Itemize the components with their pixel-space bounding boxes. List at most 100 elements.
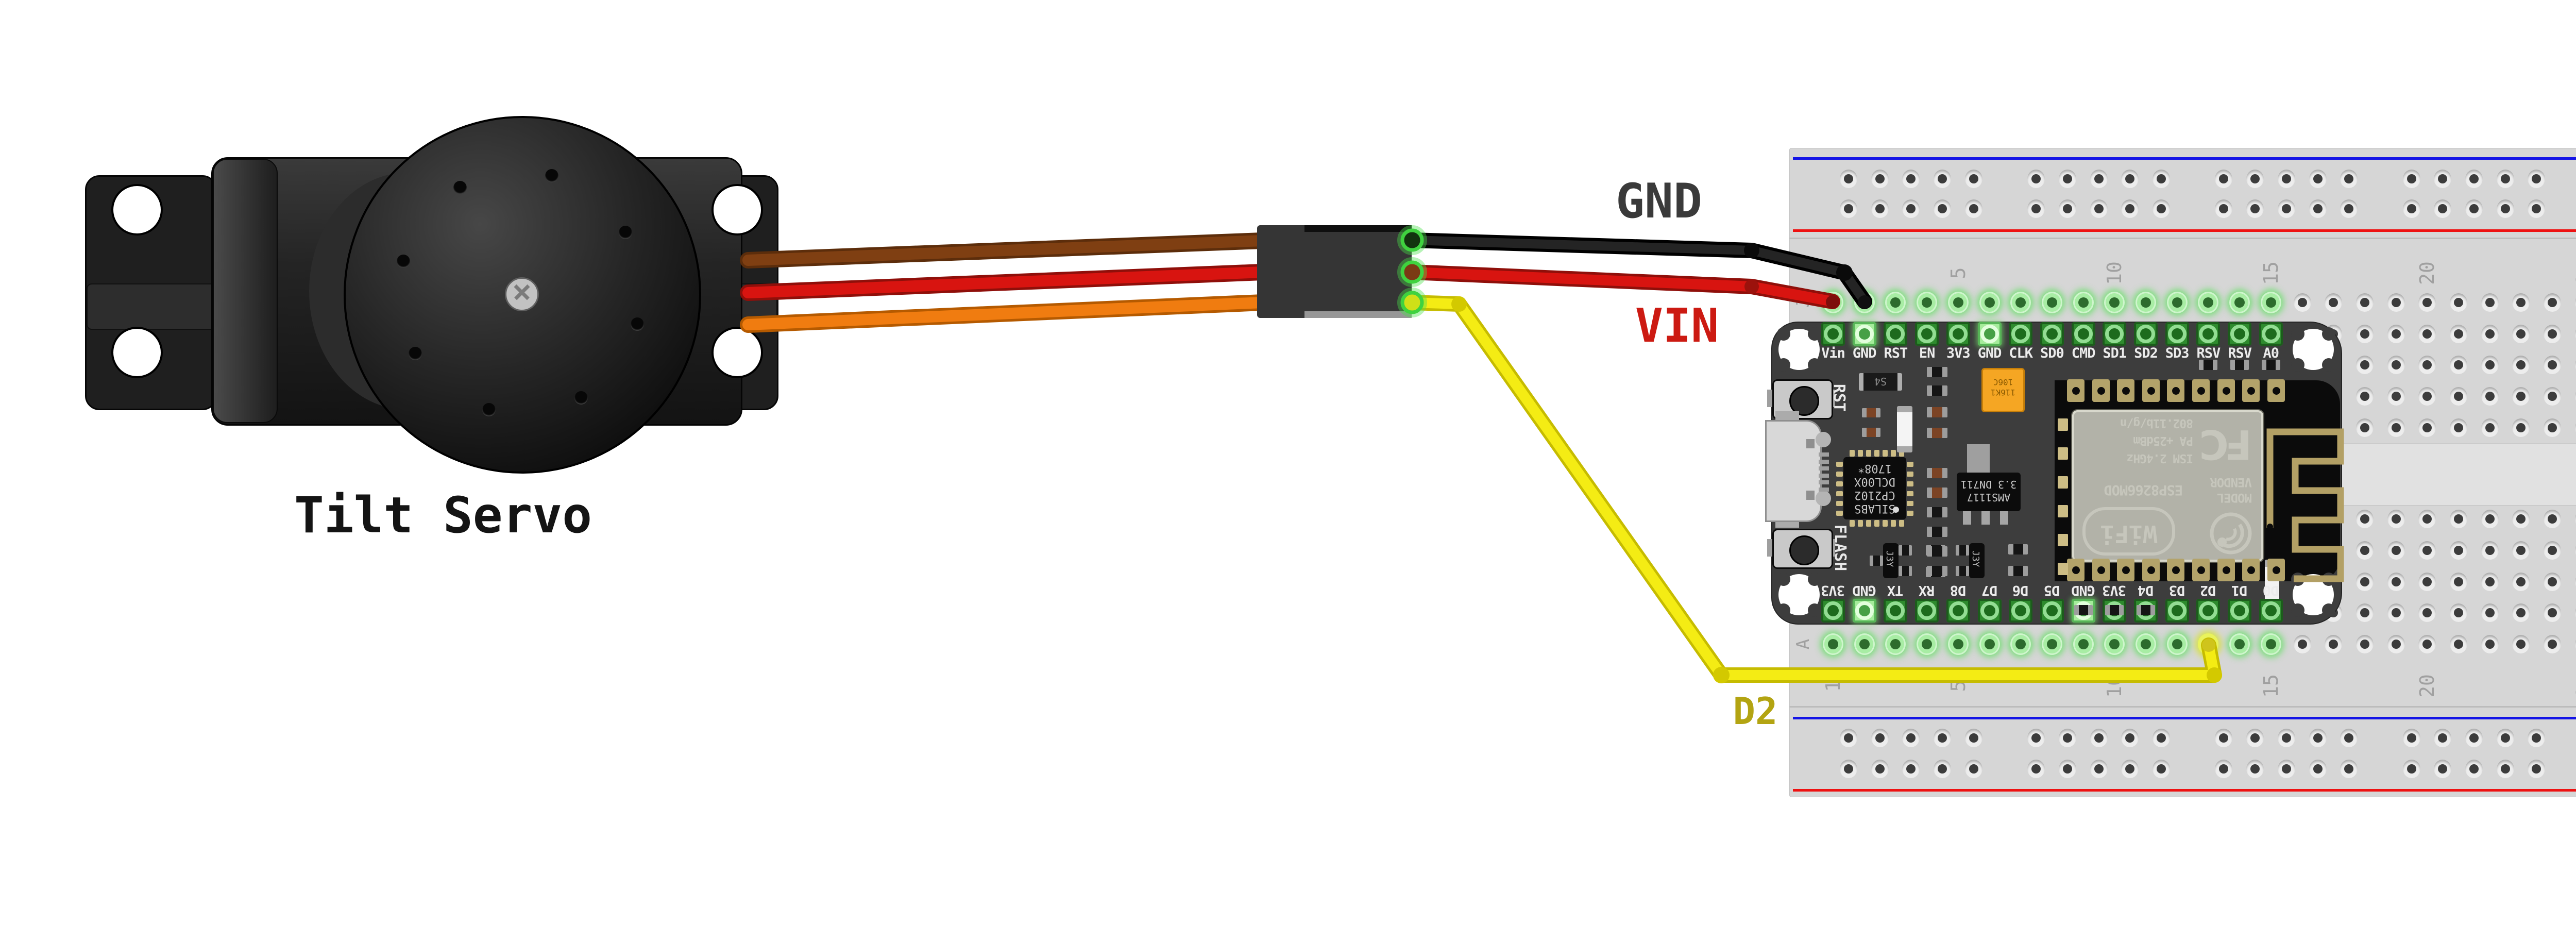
breadboard-hole — [2512, 418, 2530, 437]
rail-hole — [1871, 199, 1889, 218]
wire-vin-joint — [1744, 279, 1759, 294]
breadboard-hole — [2544, 572, 2562, 591]
regulator-tab — [1967, 444, 1990, 473]
usb-pin — [1819, 473, 1829, 478]
module-castellation — [2267, 559, 2285, 581]
breadboard-hole-connected — [2010, 633, 2031, 655]
module-side-pad — [2058, 418, 2068, 431]
breadboard-hole — [2293, 293, 2311, 312]
breadboard-hole-connected — [2136, 292, 2156, 313]
rail-hole — [2496, 760, 2514, 778]
pin-label-RSV: RSV — [2196, 345, 2221, 361]
module-castellation — [2267, 379, 2285, 402]
chip-pin — [1907, 462, 1913, 467]
chip-pin — [1850, 450, 1855, 457]
rail-hole — [2277, 729, 2295, 747]
pin-pad-RX — [1915, 599, 1939, 623]
wire-gnd-tip — [1858, 295, 1871, 309]
rail-hole — [1964, 729, 1982, 747]
rail-hole — [1964, 199, 1982, 218]
module-castellation — [2192, 379, 2210, 402]
module-side-pad — [2058, 505, 2068, 517]
servo-horn-hole — [618, 225, 632, 239]
servo-wire-orange — [742, 297, 1268, 330]
usb-port-bump — [1816, 432, 1831, 447]
rail-hole — [2121, 199, 2139, 218]
rail-hole — [1934, 199, 1952, 218]
rail-hole — [2402, 760, 2420, 778]
rail-hole — [2027, 170, 2045, 188]
breadboard-hole-connected — [1917, 633, 1938, 655]
smd-resistor — [1927, 468, 1947, 478]
breadboard-hole — [2574, 635, 2576, 653]
rail-hole — [1840, 170, 1857, 188]
chip-pin — [1874, 450, 1879, 457]
pin-pad-Vin — [1821, 322, 1845, 346]
rail-hole — [1840, 729, 1857, 747]
connector-socket-glow — [1397, 257, 1427, 287]
wire-gnd — [1408, 236, 1869, 306]
module-side-pad — [2058, 534, 2068, 546]
module-castellation — [2167, 559, 2185, 581]
servo-horn-hole — [574, 391, 588, 405]
gnd-label: GND — [1616, 173, 1702, 229]
breadboard-hole-connected — [1947, 292, 1969, 313]
breadboard-hole — [2512, 356, 2530, 375]
pin-label-3V3: 3V3 — [1946, 345, 1971, 361]
rail-hole — [2121, 760, 2139, 778]
pin-pad-EN — [1915, 322, 1939, 346]
servo-gear-seam — [213, 159, 278, 423]
breadboard-hole — [2481, 572, 2499, 591]
breadboard-hole — [2418, 603, 2436, 623]
wire-d2-tip — [2202, 638, 2215, 652]
rail-hole — [2465, 729, 2483, 747]
pin-pad-GND — [1977, 322, 2002, 346]
breadboard-hole — [2574, 324, 2576, 343]
breadboard-hole — [2387, 356, 2405, 375]
breadboard-hole-connected — [2041, 633, 2062, 655]
rail-hole — [2434, 760, 2452, 778]
breadboard-hole — [2512, 603, 2530, 623]
breadboard-hole — [2544, 510, 2562, 529]
chip-pin — [1907, 491, 1913, 496]
transistor-j3y: J3Y — [1883, 543, 1899, 578]
vin-label: VIN — [1635, 299, 1719, 353]
chip-pin — [1836, 511, 1843, 516]
board-mount-hole-notch — [1777, 358, 1790, 372]
rail-hole — [2340, 760, 2358, 778]
rail-hole — [2528, 729, 2546, 747]
breadboard-hole — [2450, 541, 2467, 560]
rail-hole — [2309, 760, 2327, 778]
breadboard-hole — [2387, 418, 2405, 437]
pin-label-EN: EN — [1919, 345, 1936, 361]
antenna-via — [2267, 524, 2273, 530]
rail-hole — [2465, 199, 2483, 218]
rail-hole — [1964, 760, 1982, 778]
board-mount-hole-notch — [2322, 358, 2335, 372]
esp8266-shield-print: WiFi MODEL VENDOR ESP8266MOD FC ISM 2.4G… — [2074, 412, 2261, 560]
pin-pad-D5 — [2040, 599, 2064, 623]
pin-pad-D2 — [2196, 599, 2221, 623]
rail-hole — [2121, 729, 2139, 747]
breadboard-hole — [2418, 572, 2436, 591]
servo-horn-hole — [630, 317, 644, 331]
breadboard-hole-connected — [2229, 292, 2250, 313]
smd-resistor — [1927, 546, 1947, 557]
rail-hole — [2528, 199, 2546, 218]
breadboard-hole-connected — [2166, 633, 2188, 655]
breadboard-hole — [2418, 387, 2436, 406]
breadboard-hole — [2450, 510, 2467, 529]
servo-horn-hole — [545, 169, 558, 182]
rail-hole — [2277, 760, 2295, 778]
breadboard-hole — [2512, 293, 2530, 312]
breadboard-hole — [2450, 293, 2467, 312]
connector-socket-glow — [1397, 225, 1427, 255]
smd-resistor — [1862, 428, 1880, 437]
breadboard-hole-connected — [1979, 633, 2000, 655]
rail-hole — [2309, 170, 2327, 188]
breadboard-hole — [2481, 510, 2499, 529]
flash-button-pin — [1767, 539, 1773, 557]
pin-pad-D3 — [2165, 599, 2189, 623]
breadboard-hole-connected — [2260, 633, 2281, 655]
